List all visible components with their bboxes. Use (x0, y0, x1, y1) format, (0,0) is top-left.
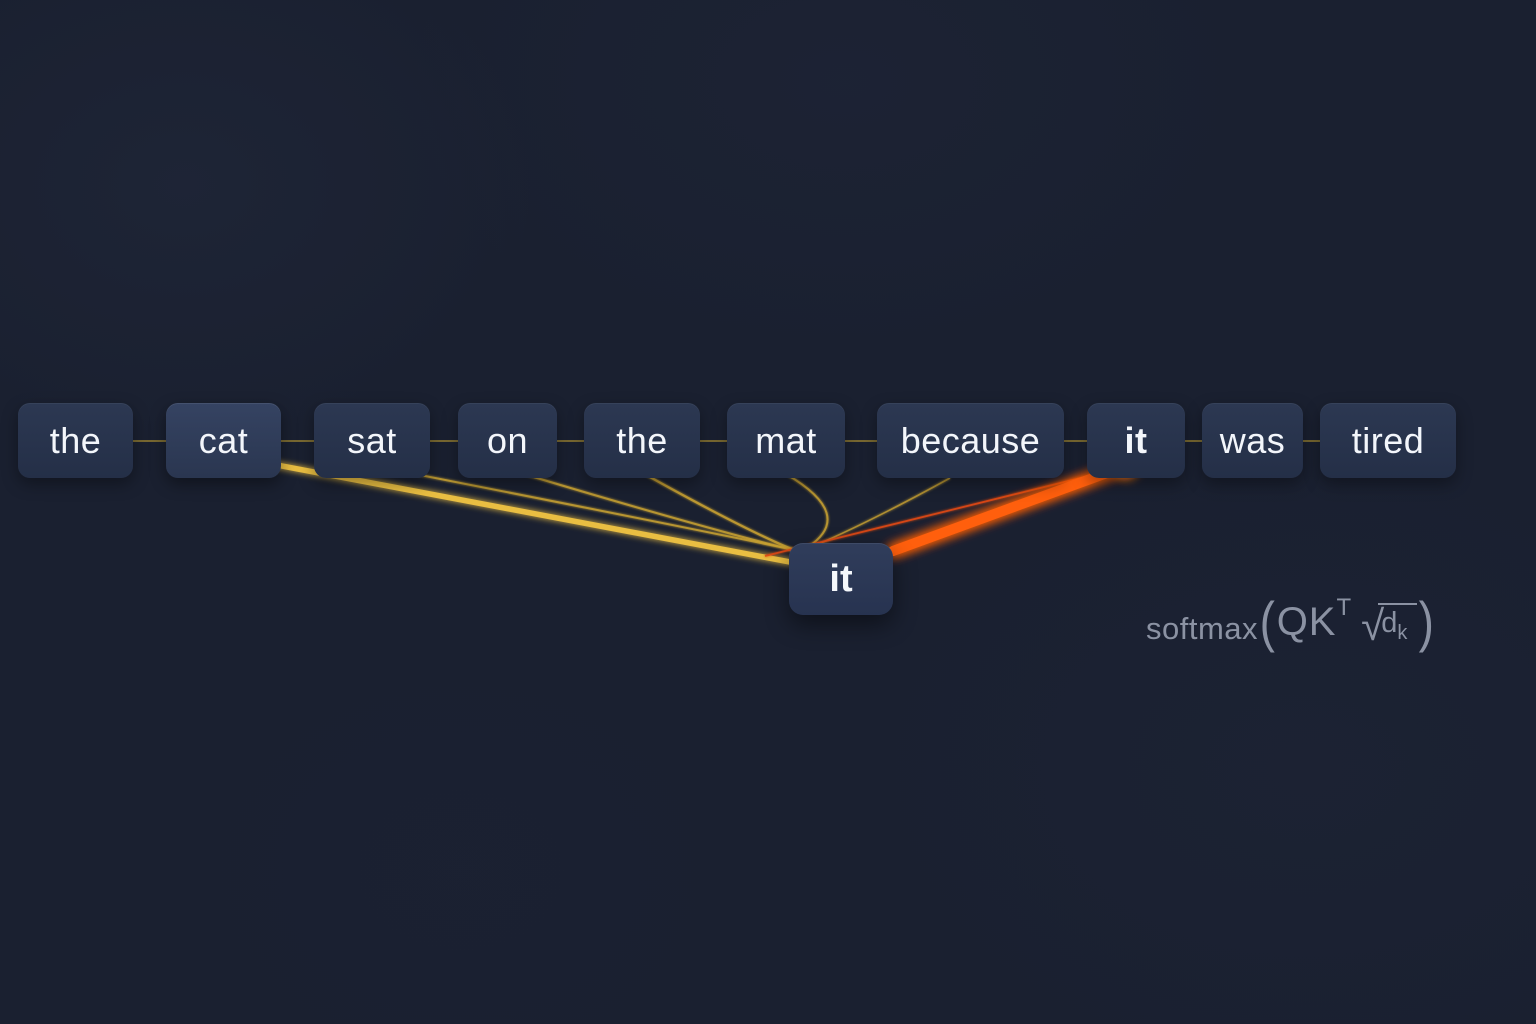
token-label: mat (755, 419, 817, 461)
attention-edge-it-to-it (888, 461, 1131, 556)
attention-edge-the2-to-it (640, 471, 800, 554)
token-label: because (900, 419, 1041, 461)
token-label: was (1219, 419, 1286, 461)
formula-d: d (1381, 607, 1398, 640)
token-mat[interactable]: mat (727, 403, 845, 478)
formula-softmax: softmax (1146, 611, 1259, 646)
attention-edge-sat-to-it (373, 465, 796, 551)
token-label: the (49, 419, 102, 461)
token-label: it (1124, 419, 1148, 461)
token-tired[interactable]: tired (1320, 403, 1456, 478)
query-token-label: it (829, 557, 853, 600)
attention-edge-on-to-it (506, 468, 798, 552)
formula-close-paren: ) (1419, 590, 1435, 653)
token-because[interactable]: because (877, 403, 1064, 478)
formula-open-paren: ( (1259, 590, 1276, 653)
token-label: sat (347, 419, 397, 461)
attention-edge-mat-to-it (785, 473, 829, 548)
token-cat[interactable]: cat (166, 403, 281, 478)
token-the-2[interactable]: the (584, 403, 700, 478)
token-it[interactable]: it (1087, 403, 1185, 478)
formula-k-subscript: k (1397, 622, 1408, 644)
formula-radical: √ (1361, 602, 1385, 649)
token-label: on (486, 419, 529, 461)
query-token-it[interactable]: it (789, 543, 893, 615)
formula-dk: dk (1378, 603, 1418, 650)
formula-qk: QK (1276, 600, 1337, 644)
token-label: tired (1351, 419, 1425, 461)
token-on[interactable]: on (458, 403, 557, 478)
attention-edge-because-to-it (811, 477, 951, 548)
token-sat[interactable]: sat (314, 403, 430, 478)
token-label: the (616, 419, 668, 461)
token-the-1[interactable]: the (18, 403, 133, 478)
token-label: cat (198, 419, 249, 461)
token-was[interactable]: was (1202, 403, 1303, 478)
formula-transpose: T (1336, 594, 1352, 621)
